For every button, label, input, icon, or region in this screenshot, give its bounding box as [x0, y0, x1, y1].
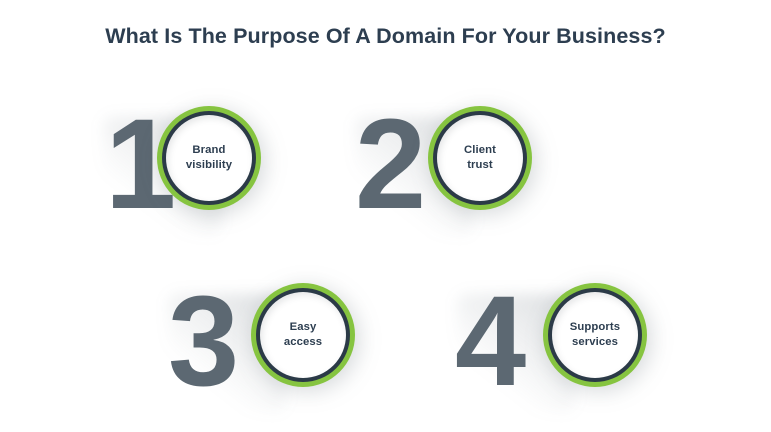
item-label-2: Client trust	[464, 144, 496, 171]
infographic-item-2: 2 Client trust	[355, 95, 655, 255]
item-number-3: 3	[168, 270, 239, 413]
circle-inner-1: Brand visibility	[166, 115, 252, 201]
circle-navy-ring-2: Client trust	[433, 111, 527, 205]
item-label-1: Brand visibility	[185, 144, 233, 171]
circle-navy-ring-3: Easy access	[256, 288, 350, 382]
item-number-2: 2	[355, 93, 426, 236]
item-label-3: Easy access	[283, 321, 323, 348]
circle-inner-3: Easy access	[260, 292, 346, 378]
infographic-item-4: 4 Supports services	[455, 272, 755, 432]
item-circle-1[interactable]: Brand visibility	[157, 106, 261, 210]
circle-navy-ring-1: Brand visibility	[162, 111, 256, 205]
page-title: What Is The Purpose Of A Domain For Your…	[105, 24, 666, 48]
circle-inner-4: Supports services	[552, 292, 638, 378]
item-label-4: Supports services	[569, 321, 621, 348]
item-circle-4[interactable]: Supports services	[543, 283, 647, 387]
circle-navy-ring-4: Supports services	[548, 288, 642, 382]
item-number-4: 4	[455, 270, 526, 413]
circle-inner-2: Client trust	[437, 115, 523, 201]
item-circle-2[interactable]: Client trust	[428, 106, 532, 210]
infographic-item-3: 3 Easy access	[168, 272, 468, 432]
infographic-item-1: 1 Brand visibility	[103, 95, 405, 255]
item-circle-3[interactable]: Easy access	[251, 283, 355, 387]
